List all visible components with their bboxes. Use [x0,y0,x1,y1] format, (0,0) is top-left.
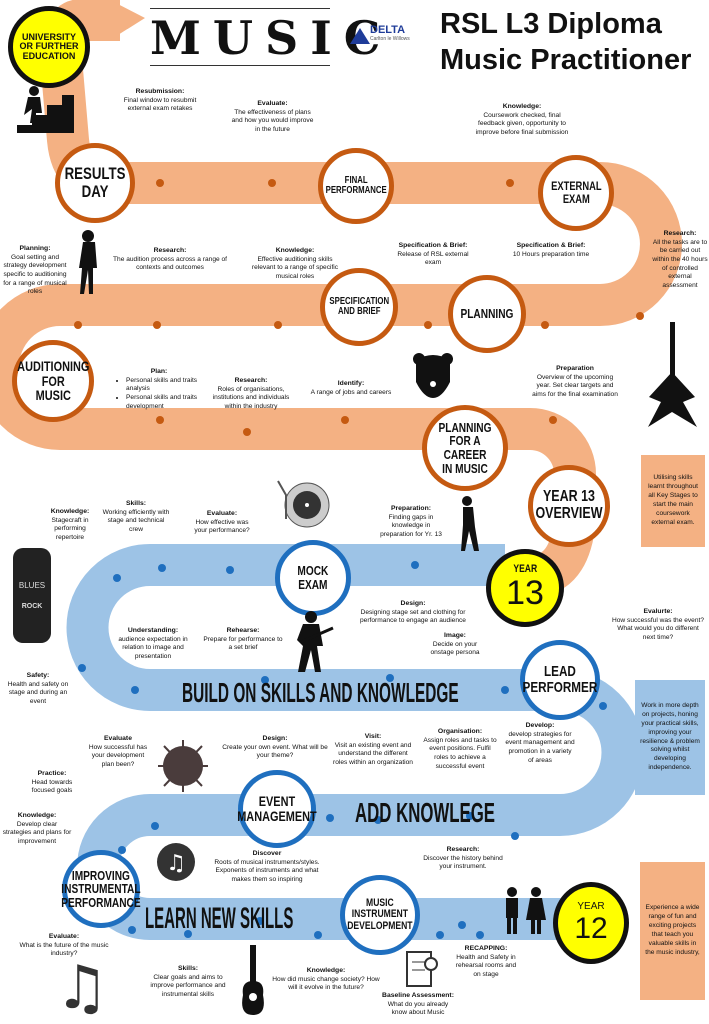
annotation-knowledge: Knowledge:Coursework checked, final feed… [475,103,569,136]
annotation-skills-goals: Skills:Clear goals and aims to improve p… [150,965,226,998]
annotation-research: Research:Roles of organisations, institu… [212,377,290,410]
annotation-planning: Planning:Goal setting and strategy devel… [3,245,67,296]
annotation-research: Research:All the tasks are to be carried… [652,230,708,289]
milestone-lead-performer: LEAD PERFORMER [520,640,600,720]
milestone-year13-overview: YEAR 13 OVERVIEW [528,465,610,547]
guitar-icon [648,322,697,427]
annotation-evaluate: Evaluate:The effectiveness of plans and … [231,100,314,133]
annotation-knowledge-strategies: Knowledge:Develop clear strategies and p… [2,812,72,845]
milestone-final-performance: FINAL PERFORMANCE [318,148,394,224]
destination-circle: UNIVERSITY OR FURTHER EDUCATION [8,6,90,88]
annotation-recapping: RECAPPING:Health and Safety in rehearsal… [455,945,517,978]
year13-badge: YEAR 13 [486,549,564,627]
annotation-visit: Visit:Visit an existing event and unders… [333,733,413,766]
annotation-skills: Skills:Working efficiently with stage an… [102,500,170,533]
year13-number: 13 [506,573,544,612]
annotation-preparation: Preparation:Finding gaps in knowledge in… [380,505,442,538]
title-line-2: Music Practitioner [440,44,692,76]
annotation-knowledge: Knowledge:Stagecraft in performing reper… [50,508,90,541]
stairs-climber-icon [17,86,74,133]
middle-summary-box: Work in more depth on projects, honing y… [635,680,705,795]
svg-text:BLUES: BLUES [19,581,45,590]
annotation-safety: Safety:Health and safety on stage and du… [7,672,69,705]
annotation-knowledge: Knowledge:Effective auditioning skills r… [251,247,339,280]
heading-add-knowledge: ADD KNOWLEGE [355,797,495,828]
document-icon [406,951,438,987]
milestone-career-planning: PLANNING FOR A CAREER IN MUSIC [422,405,508,491]
annotation-evaluate-event: Evalurte:How successful was the event? W… [612,608,704,641]
title-line-1: RSL L3 Diploma [440,8,662,40]
milestone-external-exam: EXTERNAL EXAM [538,155,614,231]
music-logo: MUSIC [150,8,380,66]
school-logo: DELTA Carlton le Willows [350,24,435,44]
annotation-image: Image:Decide on your onstage persona [430,632,480,657]
milestone-improving-performance: IMPROVING INSTRUMENTAL PERFORMANCE [61,850,141,928]
svg-text:ROCK: ROCK [22,603,43,610]
heading-learn-new-skills: LEARN NEW SKILLS [145,902,294,935]
milestone-instrument-development: MUSIC INSTRUMENT DEVELOPMENT [340,875,420,955]
annotation-design-event: Design:Create your own event. What will … [222,735,328,760]
annotation-identify: Identify:A range of jobs and careers [310,380,392,396]
heading-build-skills: BUILD ON SKILLS AND KNOWLEDGE [182,677,459,708]
ukulele-icon [242,945,264,1015]
annotation-research-history: Research:Discover the history behind you… [423,846,503,871]
annotation-understanding: Understanding:audience expectation in re… [118,627,188,660]
annotation-resubmission: Resubmission:Final window to resubmit ex… [123,88,197,113]
annotation-organisation: Organisation:Assign roles and tasks to e… [423,728,497,770]
annotation-plan: Plan:Personal skills and traits analysis… [118,368,200,411]
school-name: DELTA [370,24,406,36]
children-icon [506,887,546,934]
milestone-results-day: RESULTS DAY [55,143,135,223]
annotation-knowledge-society: Knowledge:How did music change society? … [272,967,380,992]
annotation-baseline-assessment: Baseline Assessment:What do you already … [382,992,454,1017]
annotation-spec-brief-release: Specification & Brief:Release of RSL ext… [397,242,469,267]
music-notes-icon: ♫ [157,843,195,881]
year12-summary-box: Experience a wide range of fun and excit… [640,862,705,1000]
year12-number: 12 [574,911,608,945]
blues-guitar-icon: BLUES ROCK [13,548,51,643]
year12-badge: YEAR 12 [553,882,629,964]
music-badge-icon [158,740,208,792]
annotation-develop: Develop:develop strategies for event man… [505,722,575,764]
delta-triangle-icon [350,28,370,44]
school-subname: Carlton le Willows [370,36,410,42]
annotation-rehearse: Rehearse:Prepare for performance to a se… [203,627,283,652]
milestone-specification-brief: SPECIFICATION AND BRIEF [320,268,398,346]
music-note-icon: ♫ [55,953,109,1023]
annotation-practice: Practice:Head towards focused goals [31,770,73,795]
annotation-evaluate: Evaluate:How effective was your performa… [194,510,250,535]
annotation-design: Design:Designing stage set and clothing … [360,600,466,625]
bear-icon [413,353,453,398]
turntable-icon [277,480,330,528]
milestone-mock-exam: MOCK EXAM [275,540,351,616]
road-arrow-icon [110,0,145,40]
dancer-icon [461,496,479,551]
page-title: RSL L3 Diploma Music Practitioner [440,6,691,78]
singer-icon [79,230,97,294]
year13-summary-box: Utilising skills learnt throughout all K… [641,455,705,547]
svg-text:♫: ♫ [166,851,186,876]
year13-label: YEAR [513,563,537,576]
milestone-event-management: EVENT MANAGEMENT [237,770,317,848]
milestone-auditioning: AUDITIONING FOR MUSIC [12,340,94,422]
annotation-evaluate-future: Evaluate:What is the future of the music… [19,933,109,958]
annotation-spec-brief-time: Specification & Brief:10 Hours preparati… [512,242,590,258]
annotation-research: Research:The audition process across a r… [113,247,227,272]
milestone-planning: PLANNING [448,275,526,353]
year12-label: YEAR [577,901,605,912]
guitarist-icon [297,611,334,672]
